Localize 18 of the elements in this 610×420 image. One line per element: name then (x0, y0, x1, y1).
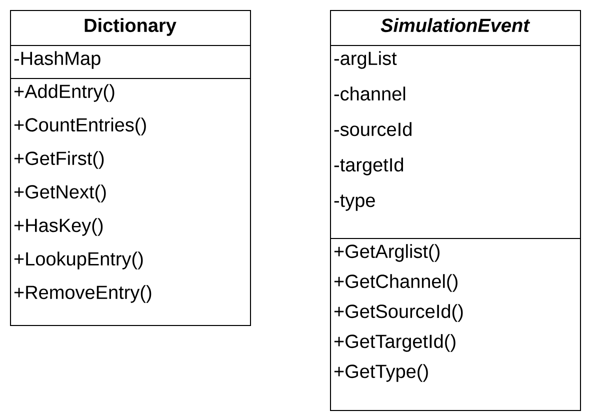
member-text: -argList (334, 51, 397, 69)
member-text: -HashMap (14, 51, 100, 69)
member-text: +HasKey() (14, 218, 103, 236)
member-text: +LookupEntry() (14, 252, 143, 270)
member-text: -type (334, 194, 375, 211)
member-text: +GetSourceId() (334, 304, 463, 322)
member-text: +AddEntry() (14, 84, 114, 102)
member-text: +RemoveEntry() (14, 285, 152, 303)
member-text: +GetNext() (14, 184, 106, 202)
member-text: +CountEntries() (14, 118, 146, 136)
member-text: -targetId (334, 158, 404, 176)
member-text: +GetType() (334, 364, 428, 382)
member-text: -sourceId (334, 122, 412, 136)
member-text: +GetChannel() (334, 274, 458, 292)
member-text: +GetArglist() (334, 244, 440, 262)
member-text: +GetFirst() (14, 151, 104, 169)
member-text: +GetTargetId() (334, 334, 456, 352)
member-text: -channel (334, 86, 406, 101)
